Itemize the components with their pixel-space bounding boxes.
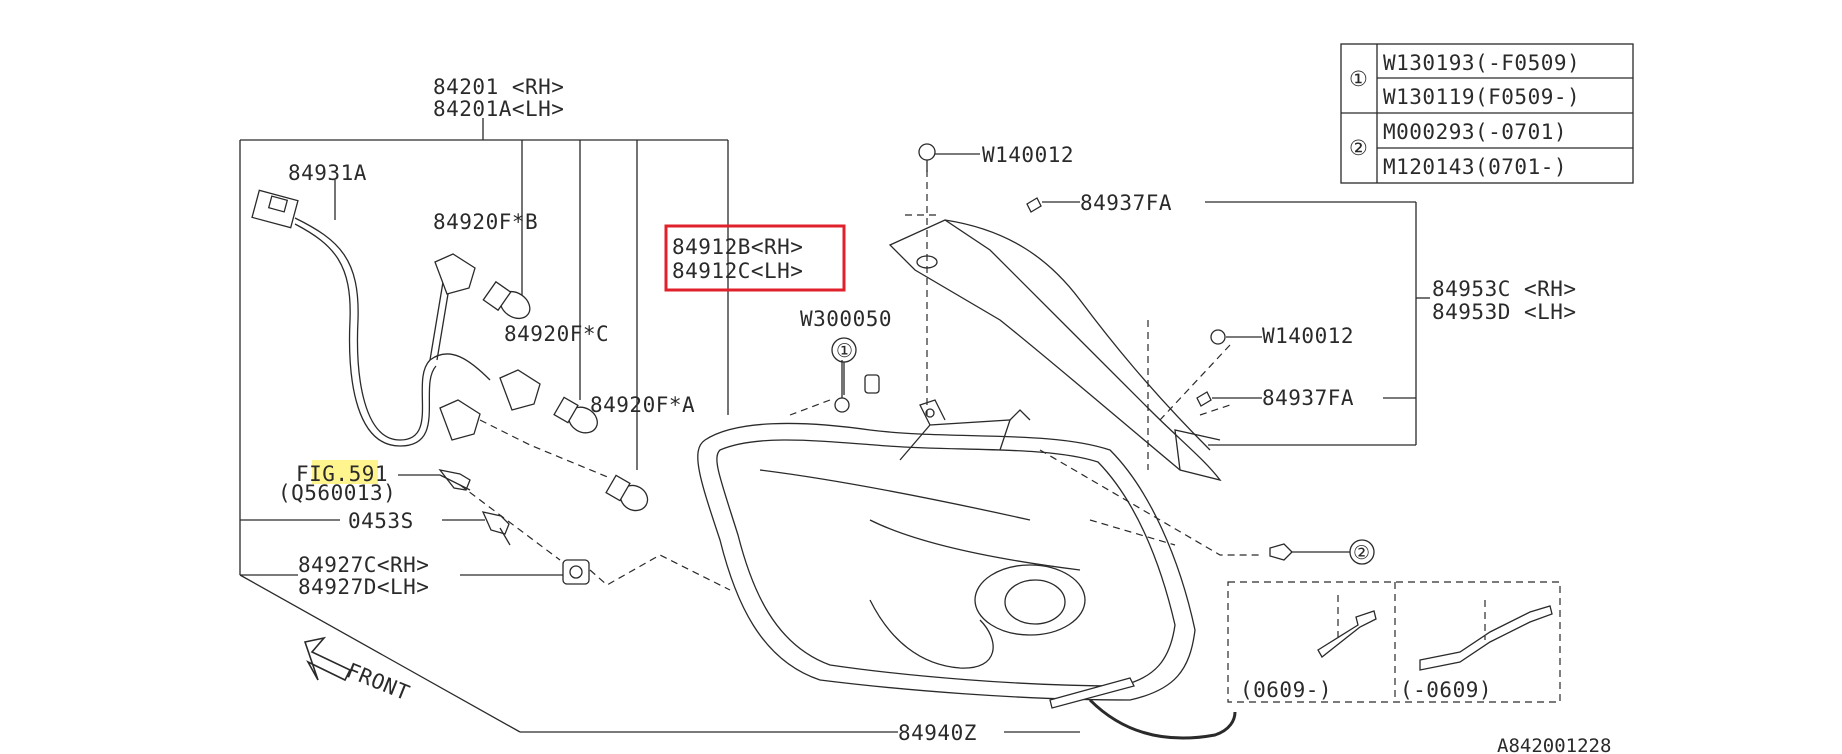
bulb-sockets [434, 253, 649, 512]
diagram-code: A842001228 [1497, 735, 1611, 754]
mounting-bracket [888, 219, 1222, 482]
callout-1: ① [831, 337, 857, 395]
label-screw-top: W140012 [982, 143, 1074, 167]
label-fig-ref-sub: (Q560013) [278, 481, 396, 505]
label-lamp-lh: 84912C<LH> [672, 259, 803, 283]
lower-cover [1049, 677, 1237, 740]
legend-code-1a: W130193(-F0509) [1383, 51, 1580, 75]
part-number-highlight [664, 224, 846, 292]
fasteners-left [438, 469, 731, 591]
label-cover: 84940Z [898, 721, 977, 745]
label-assy-lh: 84201A<LH> [433, 97, 564, 121]
fasteners-right [834, 143, 1430, 561]
label-clip-top: 84937FA [1080, 191, 1172, 215]
legend-code-1b: W130119(F0509-) [1383, 85, 1580, 109]
label-variant-old: (-0609) [1400, 678, 1492, 702]
label-bulb-a: 84920F*A [590, 393, 695, 417]
label-bulb-b: 84920F*B [433, 210, 538, 234]
fig-ref-highlight [312, 460, 378, 484]
label-fig-ref: FIG.591 [296, 462, 388, 486]
legend-code-2b: M120143(0701-) [1383, 155, 1567, 179]
part-labels: 84201 <RH> 84201A<LH> 84931A 84920F*B 84… [278, 75, 1611, 754]
legend-mark-2: ② [1349, 136, 1368, 160]
front-arrow: FRONT [303, 636, 413, 705]
legend-code-2a: M000293(-0701) [1383, 120, 1567, 144]
label-grommet: W300050 [800, 307, 892, 331]
legend-table: ① ② W130193(-F0509) W130119(F0509-) M000… [1340, 43, 1634, 184]
label-assy-rh: 84201 <RH> [433, 75, 564, 99]
label-bolt: 0453S [348, 509, 414, 533]
assembly-dashes [789, 170, 1262, 556]
label-bracket-lh: 84953D <LH> [1432, 300, 1577, 324]
callout-2-label: ② [1353, 542, 1370, 564]
label-harness: 84931A [288, 161, 367, 185]
legend-mark-1: ① [1349, 67, 1368, 91]
label-clip-mid: 84937FA [1262, 386, 1354, 410]
headlamp-housing [697, 399, 1196, 701]
label-bulb-c: 84920F*C [504, 322, 609, 346]
callout-1-label: ① [836, 340, 853, 362]
label-variant-new: (0609-) [1240, 678, 1332, 702]
label-socket-lh: 84927D<LH> [298, 575, 429, 599]
assembly-bracket [239, 118, 1080, 733]
label-socket-rh: 84927C<RH> [298, 553, 429, 577]
variant-boxes [1227, 581, 1561, 703]
label-lamp-rh: 84912B<RH> [672, 235, 803, 259]
label-bracket-rh: 84953C <RH> [1432, 277, 1577, 301]
label-screw-mid: W140012 [1262, 324, 1354, 348]
callout-2: ② [1349, 539, 1375, 565]
